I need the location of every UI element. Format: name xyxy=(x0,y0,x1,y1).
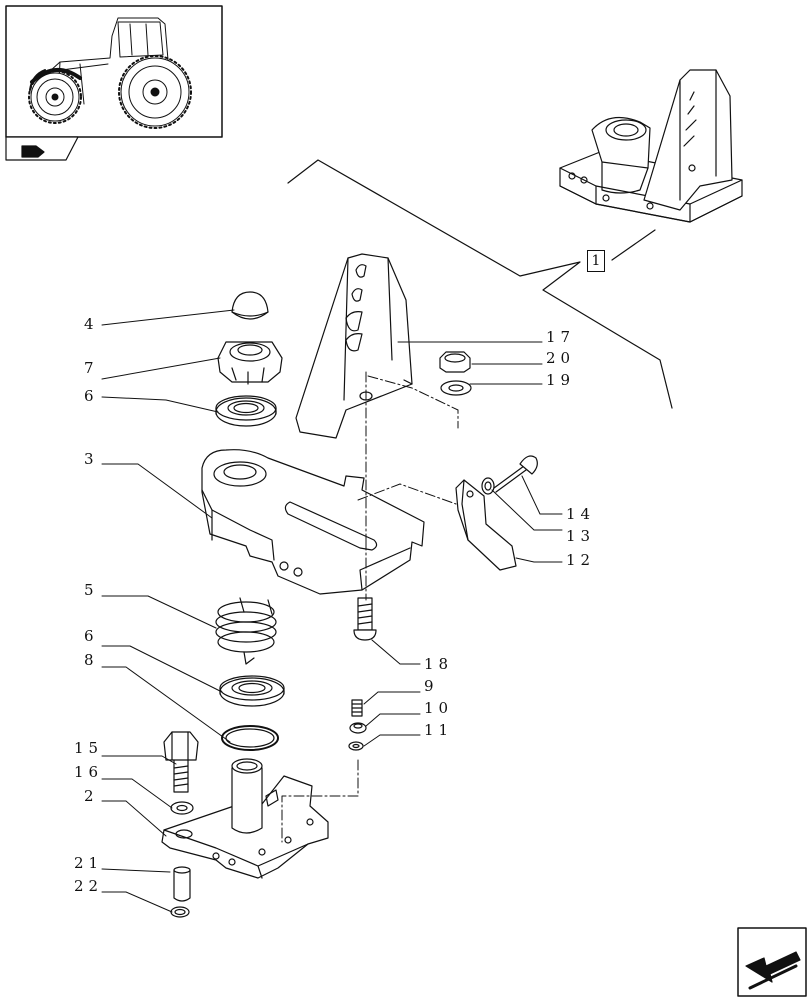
tractor-thumbnail[interactable] xyxy=(5,5,223,161)
callout-11: 11 xyxy=(424,721,454,739)
callout-19: 19 xyxy=(546,371,576,389)
callout-12: 12 xyxy=(566,551,596,569)
callout-7: 7 xyxy=(84,359,99,377)
callout-6-upper: 6 xyxy=(84,387,99,405)
part-small-nut xyxy=(349,722,367,734)
part-bolt-long xyxy=(493,455,538,493)
callout-13: 13 xyxy=(566,527,596,545)
reference-assembly xyxy=(559,69,743,223)
part-cap xyxy=(231,291,269,320)
callout-8: 8 xyxy=(84,651,99,669)
part-bearing-upper xyxy=(215,395,277,427)
part-body xyxy=(201,449,425,595)
callout-6-lower: 6 xyxy=(84,627,99,645)
part-ring-22 xyxy=(170,906,190,918)
part-sleeve xyxy=(173,866,191,902)
callout-5: 5 xyxy=(84,581,99,599)
callout-20: 20 xyxy=(546,349,576,367)
callout-4: 4 xyxy=(84,315,99,333)
assembly-dashlines xyxy=(281,371,459,843)
part-nut xyxy=(217,341,283,385)
callout-3: 3 xyxy=(84,450,99,468)
part-setscrew xyxy=(351,699,363,717)
callout-16: 16 xyxy=(74,763,104,781)
part-bearing-lower xyxy=(219,675,285,707)
part-bracket xyxy=(295,253,413,439)
part-spring xyxy=(215,597,277,665)
part-bolt-18 xyxy=(353,597,377,641)
callout-2: 2 xyxy=(84,787,99,805)
part-washer-small xyxy=(440,380,472,396)
reference-label: 1 xyxy=(587,250,605,272)
reference-leader xyxy=(611,229,656,261)
part-washer-medium xyxy=(481,477,495,495)
part-nut-small xyxy=(439,351,471,373)
callout-18: 18 xyxy=(424,655,454,673)
part-washer-16 xyxy=(170,801,194,815)
part-base-plate xyxy=(161,758,329,879)
callout-17: 17 xyxy=(546,328,576,346)
callout-14: 14 xyxy=(566,505,596,523)
callout-22: 22 xyxy=(74,877,104,895)
next-page-arrow-icon[interactable] xyxy=(737,927,807,997)
callout-21: 21 xyxy=(74,854,104,872)
callout-10: 10 xyxy=(424,699,454,717)
callout-9: 9 xyxy=(424,677,439,695)
part-small-washer xyxy=(348,741,364,751)
part-plate xyxy=(455,479,517,571)
part-o-ring xyxy=(221,725,279,751)
callout-15: 15 xyxy=(74,739,104,757)
leader-lines xyxy=(101,309,563,913)
part-bolt-15 xyxy=(163,731,199,793)
assembly-boundary-line xyxy=(287,159,673,409)
